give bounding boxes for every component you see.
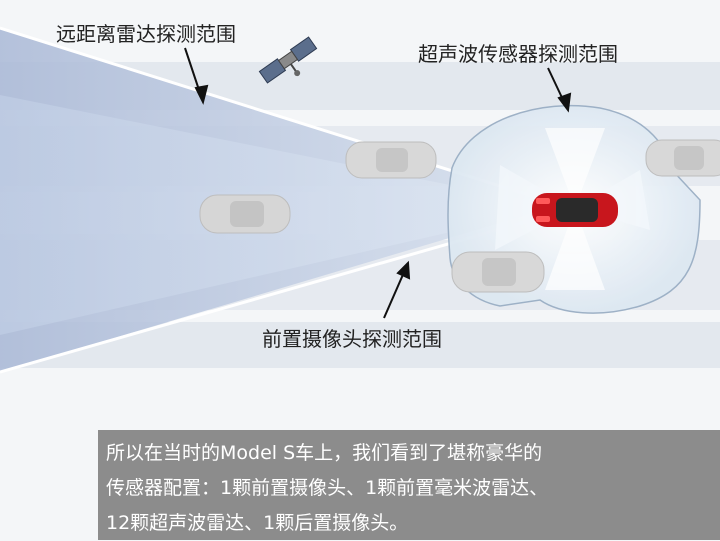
ultrasonic-label-pointer <box>547 67 572 113</box>
main-car <box>532 193 618 227</box>
radar-label-pointer <box>184 47 209 105</box>
caption-line-2: 传感器配置：1颗前置摄像头、1颗前置毫米波雷达、 <box>106 477 549 499</box>
caption-line-3: 12颗超声波雷达、1颗后置摄像头。 <box>106 512 409 534</box>
caption-line-1: 所以在当时的Model S车上，我们看到了堪称豪华的 <box>106 442 543 464</box>
satellite-icon <box>258 36 318 84</box>
ultrasonic-range-label: 超声波传感器探测范围 <box>418 42 618 66</box>
other-car-ahead <box>645 139 720 177</box>
other-car-rear <box>199 194 291 234</box>
other-car-side <box>451 251 545 293</box>
other-car-front-left <box>345 141 437 179</box>
camera-range-label: 前置摄像头探测范围 <box>262 327 442 351</box>
caption-box: 所以在当时的Model S车上，我们看到了堪称豪华的 传感器配置：1颗前置摄像头… <box>98 430 720 540</box>
radar-range-label: 远距离雷达探测范围 <box>56 22 236 46</box>
camera-label-pointer <box>383 260 411 319</box>
